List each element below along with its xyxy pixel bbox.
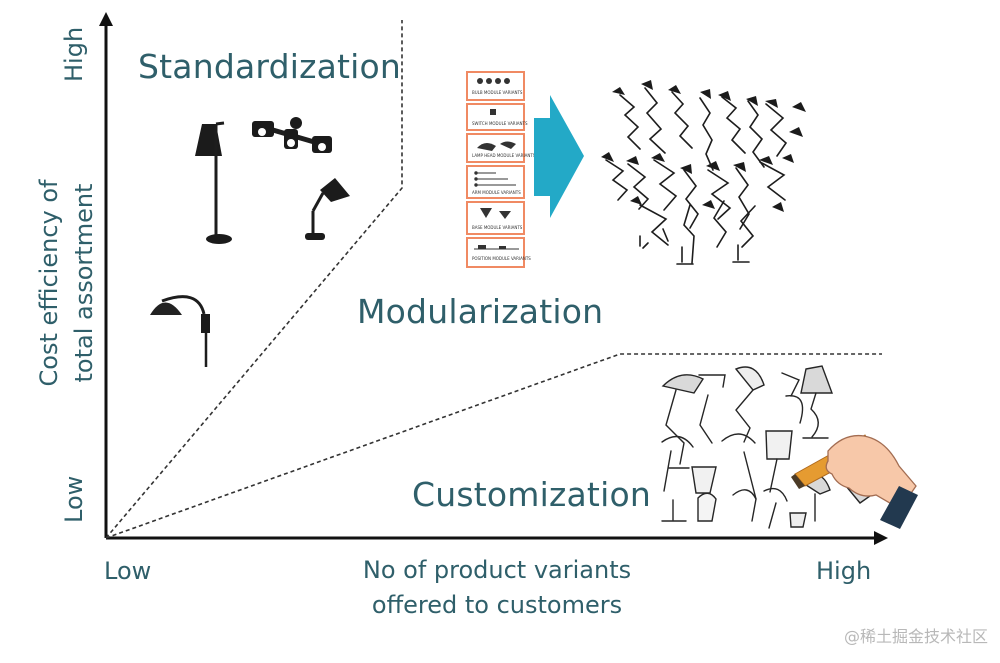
lamp-sketch-collage-icon [661, 365, 871, 529]
standardization-label: Standardization [138, 47, 402, 86]
x-axis-low-label: Low [104, 557, 152, 585]
x-axis-arrowhead [874, 531, 888, 545]
module-card-3: LAMP HEAD MODULE VARIANTS [466, 133, 536, 163]
module-card-3-label: LAMP HEAD MODULE VARIANTS [472, 153, 536, 158]
hand-with-pencil-icon [791, 434, 918, 530]
watermark: @稀土掘金技术社区 [843, 627, 988, 646]
module-card-6: POSITION MODULE VARIANTS [466, 237, 531, 268]
axes [99, 12, 888, 545]
x-axis-title-line-1: No of product variants [362, 556, 632, 584]
floor-lamp-icon [195, 121, 232, 244]
customization-label: Customization [412, 475, 651, 514]
y-axis-low-label: Low [60, 475, 88, 523]
spotlight-bar-icon [252, 117, 332, 153]
module-card-stack: BULB MODULE VARIANTS SWITCH MODULE VARIA… [466, 71, 536, 268]
wall-lamp-icon [150, 295, 210, 367]
right-arrow-icon [534, 95, 584, 218]
region-boundaries [105, 20, 882, 539]
y-axis-high-label: High [60, 26, 88, 82]
x-axis-title-line-2: offered to customers [371, 591, 623, 619]
module-card-1-label: BULB MODULE VARIANTS [472, 90, 523, 95]
x-axis-high-label: High [816, 557, 872, 585]
x-axis-title: No of product variants offered to custom… [356, 553, 638, 623]
modular-lamp-heads [601, 80, 806, 212]
standardization-boundary [105, 20, 403, 539]
y-axis-title-line-2: total assortment [70, 183, 98, 383]
desk-lamp-icon [305, 178, 350, 240]
module-card-4: ARM MODULE VARIANTS [466, 165, 525, 199]
module-card-2: SWITCH MODULE VARIANTS [466, 103, 528, 131]
y-axis-title: Cost efficiency of total assortment [32, 163, 102, 403]
y-axis-arrowhead [99, 12, 113, 26]
module-card-4-label: ARM MODULE VARIANTS [472, 190, 521, 195]
module-card-1: BULB MODULE VARIANTS [466, 71, 525, 101]
modularization-label: Modularization [357, 292, 604, 331]
module-card-6-label: POSITION MODULE VARIANTS [472, 256, 531, 261]
y-axis-title-line-1: Cost efficiency of [35, 179, 63, 387]
module-card-5-label: BASE MODULE VARIANTS [472, 225, 523, 230]
modular-lamp-cloud-icon [605, 87, 788, 265]
module-card-2-label: SWITCH MODULE VARIANTS [472, 121, 528, 126]
module-card-5: BASE MODULE VARIANTS [466, 201, 525, 235]
